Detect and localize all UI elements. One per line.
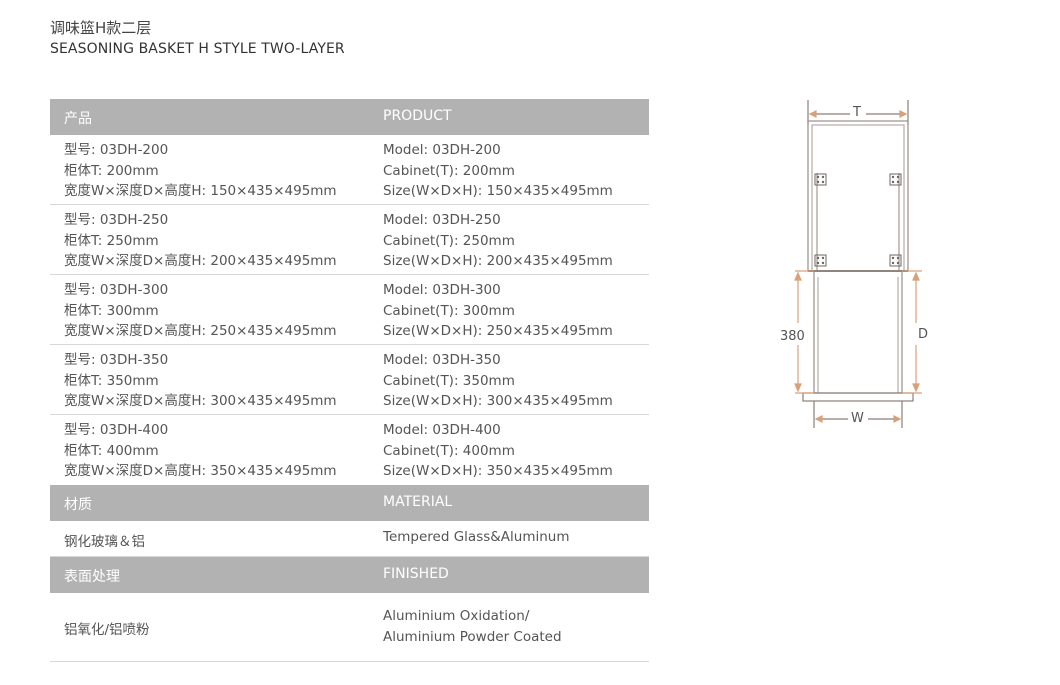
basket-drawing — [794, 100, 922, 428]
label-t: T — [853, 105, 861, 120]
size-en-line: Size(W×D×H): 150×435×495mm — [383, 183, 613, 199]
finish-en-line-2: Aluminium Powder Coated — [383, 629, 562, 645]
page-title-cn: 调味篮H款二层 — [50, 19, 152, 37]
model-cn-line: 型号: 03DH-350 — [64, 352, 169, 368]
material-cn: 钢化玻璃＆铝 — [64, 534, 145, 550]
model-row: 型号: 03DH-350 柜体T: 350mm 宽度W×深度D×高度H: 300… — [50, 345, 649, 415]
spec-table: 产品 PRODUCT 型号: 03DH-200 柜体T: 200mm 宽度W×深… — [50, 99, 649, 662]
finish-header-cn: 表面处理 — [64, 569, 120, 585]
w-arrow-right — [893, 415, 902, 423]
model-en-cell: Model: 03DH-200 Cabinet(T): 200mm Size(W… — [383, 140, 613, 202]
model-cn-cell: 型号: 03DH-350 柜体T: 350mm 宽度W×深度D×高度H: 300… — [64, 350, 337, 412]
cabinet-en-line: Cabinet(T): 400mm — [383, 442, 515, 459]
size-en-line: Size(W×D×H): 200×435×495mm — [383, 253, 613, 269]
finish-cn: 铝氧化/铝喷粉 — [64, 622, 150, 638]
size-en-line: Size(W×D×H): 350×435×495mm — [383, 463, 613, 479]
model-cn-line: 型号: 03DH-400 — [64, 422, 169, 438]
cabinet-en-line: Cabinet(T): 250mm — [383, 232, 515, 249]
page-title-en: SEASONING BASKET H STYLE TWO-LAYER — [50, 41, 345, 57]
model-row: 型号: 03DH-400 柜体T: 400mm 宽度W×深度D×高度H: 350… — [50, 415, 649, 485]
model-cn-cell: 型号: 03DH-250 柜体T: 250mm 宽度W×深度D×高度H: 200… — [64, 210, 337, 272]
right-arrow-down — [912, 383, 920, 393]
lower-basket — [813, 270, 903, 394]
hinge-bottom-left — [814, 254, 827, 267]
t-arrow-right — [899, 110, 908, 118]
model-cn-cell: 型号: 03DH-200 柜体T: 200mm 宽度W×深度D×高度H: 150… — [64, 140, 337, 202]
model-en-line: Model: 03DH-350 — [383, 352, 501, 368]
model-en-line: Model: 03DH-200 — [383, 142, 501, 158]
finish-row: 铝氧化/铝喷粉 Aluminium Oxidation/ Aluminium P… — [50, 593, 649, 662]
t-arrow-left — [808, 110, 817, 118]
dimension-diagram: T 380 D W — [770, 95, 940, 435]
model-en-cell: Model: 03DH-350 Cabinet(T): 350mm Size(W… — [383, 350, 613, 412]
size-cn-line: 宽度W×深度D×高度H: 300×435×495mm — [64, 393, 337, 409]
cabinet-en-line: Cabinet(T): 300mm — [383, 302, 515, 319]
model-row: 型号: 03DH-200 柜体T: 200mm 宽度W×深度D×高度H: 150… — [50, 135, 649, 205]
base-plate — [802, 392, 914, 402]
size-cn-line: 宽度W×深度D×高度H: 250×435×495mm — [64, 323, 337, 339]
model-cn-line: 型号: 03DH-250 — [64, 212, 169, 228]
model-en-line: Model: 03DH-250 — [383, 212, 501, 228]
cabinet-en-line: Cabinet(T): 200mm — [383, 162, 515, 179]
size-cn-line: 宽度W×深度D×高度H: 200×435×495mm — [64, 253, 337, 269]
product-header-cn: 产品 — [64, 111, 92, 127]
hinge-bottom-right — [889, 254, 902, 267]
model-en-line: Model: 03DH-400 — [383, 422, 501, 438]
model-cn-line: 型号: 03DH-200 — [64, 142, 169, 158]
product-header-en: PRODUCT — [383, 108, 452, 124]
finish-header-row: 表面处理 FINISHED — [50, 557, 649, 593]
finish-en-line-1: Aluminium Oxidation/ — [383, 608, 530, 624]
model-row: 型号: 03DH-300 柜体T: 300mm 宽度W×深度D×高度H: 250… — [50, 275, 649, 345]
model-en-cell: Model: 03DH-400 Cabinet(T): 400mm Size(W… — [383, 420, 613, 482]
product-header-row: 产品 PRODUCT — [50, 99, 649, 135]
model-cn-cell: 型号: 03DH-300 柜体T: 300mm 宽度W×深度D×高度H: 250… — [64, 280, 337, 342]
size-cn-line: 宽度W×深度D×高度H: 150×435×495mm — [64, 183, 337, 199]
model-en-line: Model: 03DH-300 — [383, 282, 501, 298]
material-en: Tempered Glass&Aluminum — [383, 529, 570, 545]
cabinet-cn-line: 柜体T: 250mm — [64, 232, 159, 249]
material-header-en: MATERIAL — [383, 494, 453, 510]
label-d: D — [918, 327, 929, 342]
finish-header-en: FINISHED — [383, 566, 449, 582]
cabinet-cn-line: 柜体T: 200mm — [64, 162, 159, 179]
material-header-cn: 材质 — [64, 497, 92, 513]
cabinet-cn-line: 柜体T: 300mm — [64, 302, 159, 319]
size-en-line: Size(W×D×H): 300×435×495mm — [383, 393, 613, 409]
cabinet-cn-line: 柜体T: 400mm — [64, 442, 159, 459]
material-header-row: 材质 MATERIAL — [50, 485, 649, 521]
upper-frame-inner — [811, 124, 905, 272]
size-cn-line: 宽度W×深度D×高度H: 350×435×495mm — [64, 463, 337, 479]
label-380: 380 — [780, 329, 805, 344]
w-arrow-left — [814, 415, 823, 423]
material-row: 钢化玻璃＆铝 Tempered Glass&Aluminum — [50, 521, 649, 557]
label-w: W — [851, 411, 864, 426]
right-arrow-up — [912, 271, 920, 281]
hinge-top-right — [889, 173, 902, 186]
model-en-cell: Model: 03DH-300 Cabinet(T): 300mm Size(W… — [383, 280, 613, 342]
model-cn-line: 型号: 03DH-300 — [64, 282, 169, 298]
cabinet-en-line: Cabinet(T): 350mm — [383, 372, 515, 389]
left-arrow-down — [794, 383, 802, 393]
model-row: 型号: 03DH-250 柜体T: 250mm 宽度W×深度D×高度H: 200… — [50, 205, 649, 275]
cabinet-cn-line: 柜体T: 350mm — [64, 372, 159, 389]
left-arrow-up — [794, 271, 802, 281]
size-en-line: Size(W×D×H): 250×435×495mm — [383, 323, 613, 339]
model-cn-cell: 型号: 03DH-400 柜体T: 400mm 宽度W×深度D×高度H: 350… — [64, 420, 337, 482]
upper-frame — [807, 120, 909, 272]
hinge-top-left — [814, 173, 827, 186]
model-en-cell: Model: 03DH-250 Cabinet(T): 250mm Size(W… — [383, 210, 613, 272]
